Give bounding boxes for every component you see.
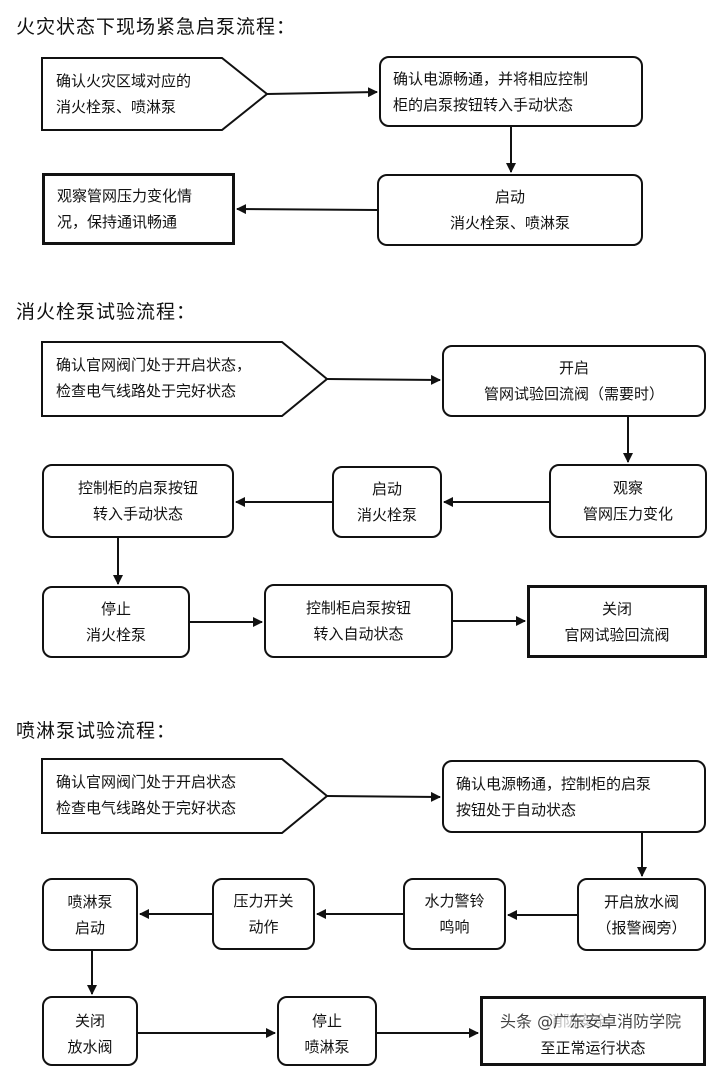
s1-start-node-text: 确认火灾区域对应的 消火栓泵、喷淋泵	[56, 72, 192, 116]
watermark-text: 头条 @广东安卓消防学院	[500, 1012, 682, 1031]
s3-start-node-shape	[41, 758, 329, 834]
s2-start-node-shape	[41, 341, 329, 417]
s3-start-node-text: 确认官网阀门处于开启状态 检查电气线路处于完好状态	[56, 773, 237, 817]
s3-sprinkler-pump-start-node: 喷淋泵 启动	[42, 878, 138, 951]
section-title-emergency-start: 火灾状态下现场紧急启泵流程：	[16, 16, 297, 38]
s2-arrow-1	[326, 374, 441, 385]
section-title-sprinkler-pump-test: 喷淋泵试验流程：	[16, 720, 177, 742]
watermark-faint-text: 消防安全	[548, 1012, 609, 1030]
s1-start-node-shape	[41, 57, 269, 131]
s2-manual-mode-node: 控制柜的启泵按钮 转入手动状态	[42, 464, 234, 538]
s2-open-test-valve-node: 开启 管网试验回流阀（需要时）	[442, 345, 706, 417]
section-title-hydrant-pump-test: 消火栓泵试验流程：	[16, 301, 197, 323]
s2-observe-pressure-node: 观察 管网压力变化	[549, 464, 707, 538]
s3-confirm-power-node: 确认电源畅通，控制柜的启泵 按钮处于自动状态	[442, 760, 706, 833]
s2-stop-hydrant-pump-node: 停止 消火栓泵	[42, 586, 190, 658]
s2-auto-mode-node: 控制柜启泵按钮 转入自动状态	[264, 584, 453, 658]
s1-arrow-1	[266, 87, 378, 98]
s2-start-node-text: 确认官网阀门处于开启状态， 检查电气线路处于完好状态	[56, 356, 252, 400]
s1-observe-pressure-node: 观察管网压力变化情 况，保持通讯畅通	[42, 173, 235, 245]
s1-confirm-power-node: 确认电源畅通，并将相应控制 柜的启泵按钮转入手动状态	[379, 56, 643, 127]
s2-start-hydrant-pump-node: 启动 消火栓泵	[332, 466, 442, 538]
s3-alarm-bell-node: 水力警铃 鸣响	[403, 878, 506, 950]
s1-arrow-3	[236, 204, 378, 215]
s2-close-test-valve-node: 关闭 官网试验回流阀	[527, 585, 707, 658]
s3-pressure-switch-node: 压力开关 动作	[212, 878, 315, 950]
s1-start-pumps-node: 启动 消火栓泵、喷淋泵	[377, 174, 643, 246]
s3-arrow-1	[326, 791, 441, 802]
s3-open-drain-valve-node: 开启放水阀 （报警阀旁）	[577, 878, 706, 951]
